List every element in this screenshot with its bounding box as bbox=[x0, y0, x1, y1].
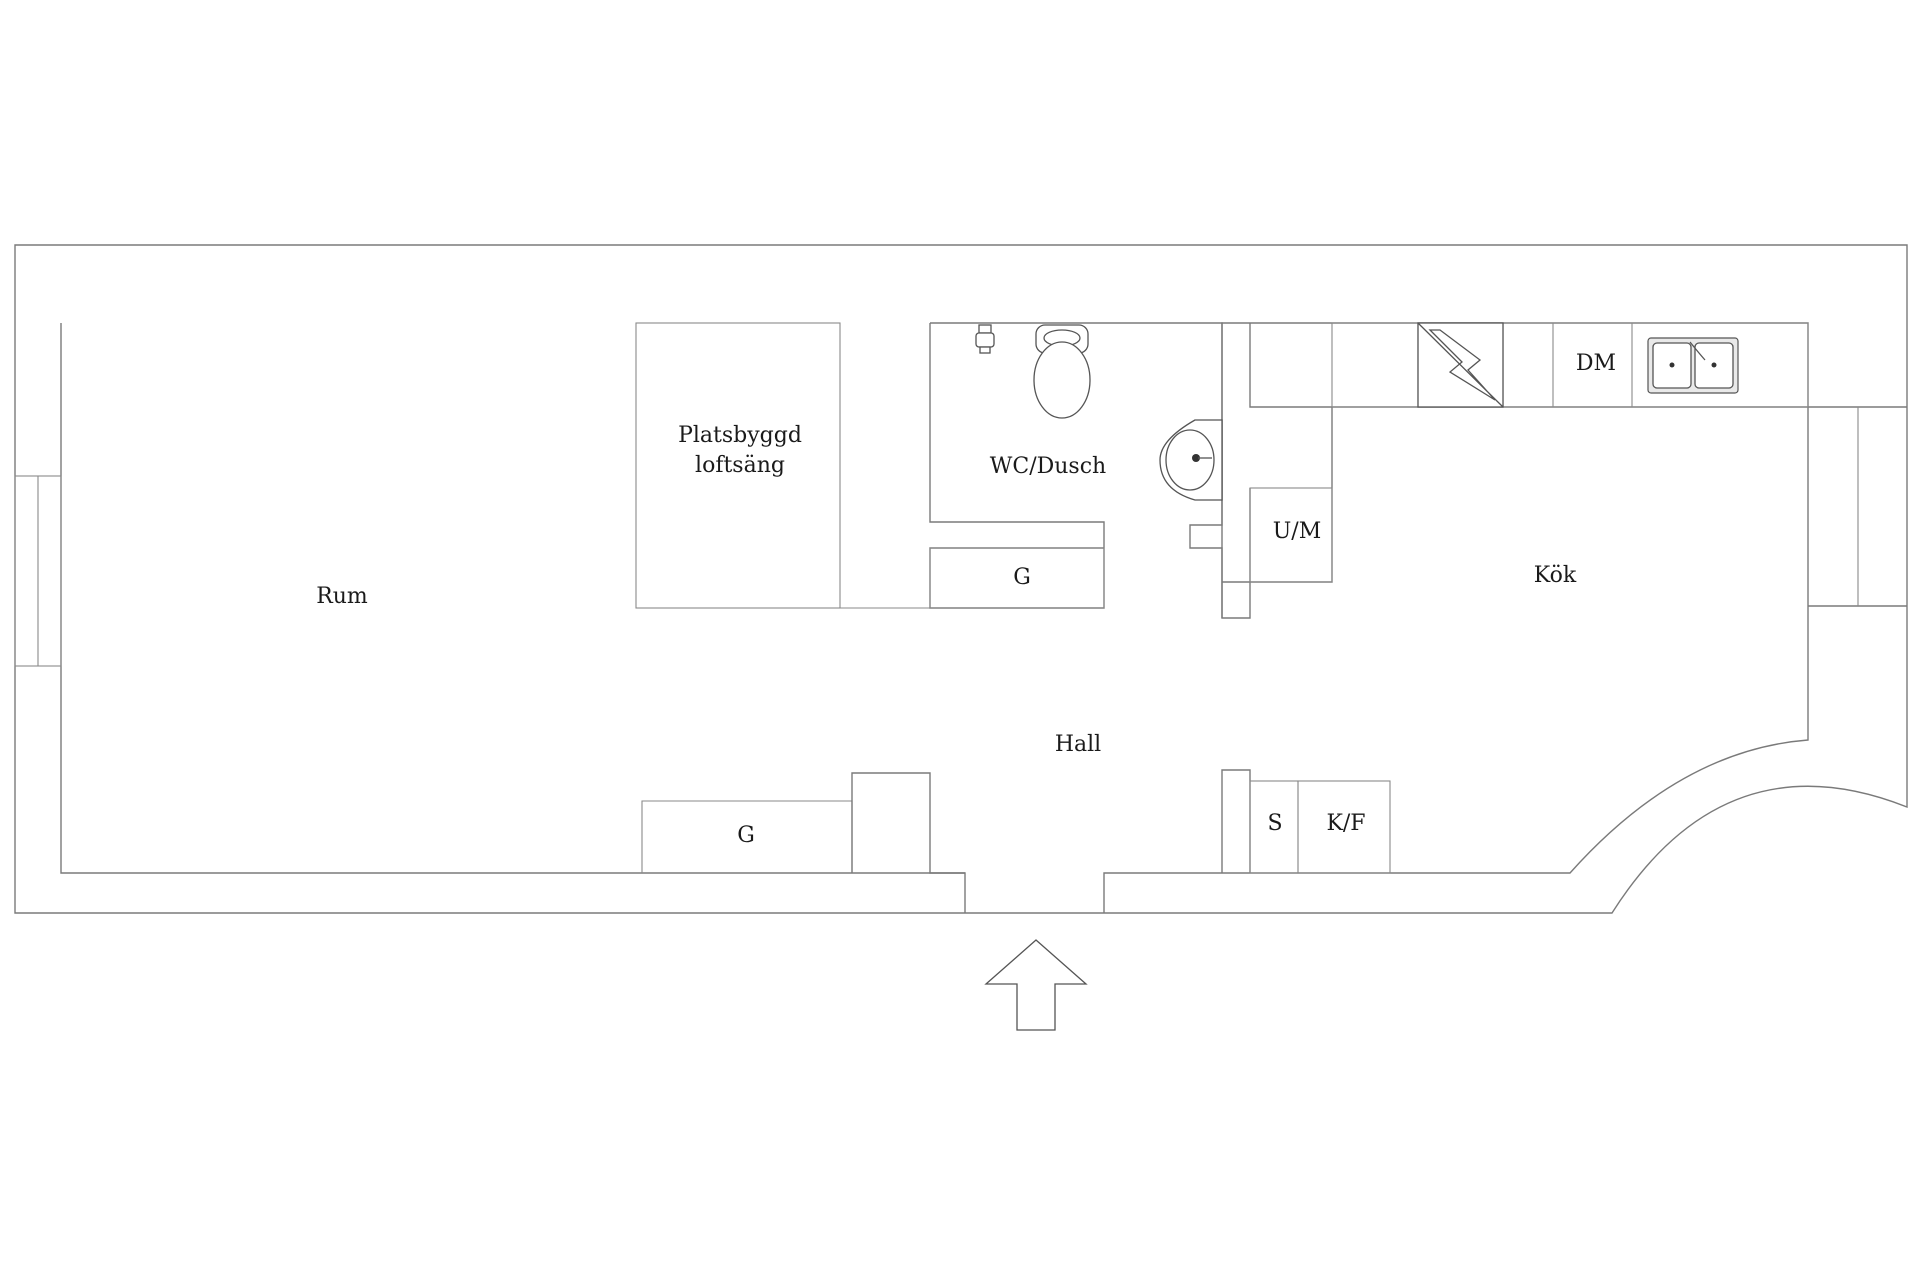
stove-icon bbox=[1417, 322, 1504, 408]
shower-head-icon bbox=[975, 324, 995, 354]
room-label-hall: Hall bbox=[1055, 732, 1101, 757]
washbasin-icon bbox=[1159, 419, 1223, 501]
room-label-loft-1: Platsbyggd bbox=[678, 423, 802, 448]
toilet-icon bbox=[1033, 324, 1091, 419]
appliance-label-dm: DM bbox=[1576, 351, 1616, 376]
room-label-rum: Rum bbox=[316, 584, 368, 609]
kitchen-counter bbox=[1331, 322, 1809, 408]
cabinet-label-um: U/M bbox=[1273, 519, 1321, 544]
kitchen-sink-icon bbox=[1647, 337, 1739, 394]
um-cabinet bbox=[1249, 487, 1333, 583]
closet-bath bbox=[929, 547, 1105, 609]
room-label-wc: WC/Dusch bbox=[990, 454, 1106, 479]
kf-cabinet bbox=[1297, 780, 1391, 874]
hall-wall-right bbox=[1221, 769, 1251, 873]
inner-wall bbox=[60, 322, 1907, 913]
room-label-kok: Kök bbox=[1534, 563, 1577, 588]
cabinet-label-kf: K/F bbox=[1326, 811, 1365, 836]
hall-wall-stub bbox=[851, 772, 965, 874]
loft-bed-area bbox=[635, 322, 841, 609]
cabinet-label-s: S bbox=[1267, 811, 1282, 836]
room-label-loft-2: loftsäng bbox=[695, 453, 785, 478]
entrance-arrow-icon bbox=[984, 939, 1088, 1031]
outer-wall bbox=[14, 244, 1908, 914]
closet-label-hall: G bbox=[737, 823, 755, 848]
closet-label-bath: G bbox=[1013, 565, 1031, 590]
